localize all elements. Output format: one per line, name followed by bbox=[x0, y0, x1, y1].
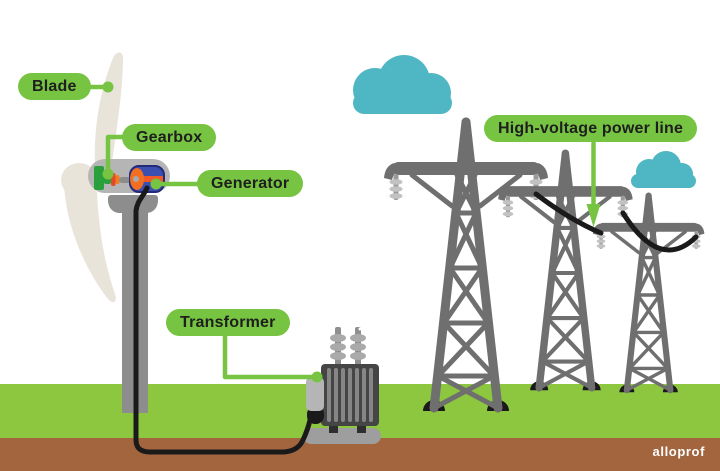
shaft-ring bbox=[115, 175, 120, 184]
blade-dot bbox=[102, 81, 114, 93]
connector-dots bbox=[102, 81, 601, 383]
label-power-line: High-voltage power line bbox=[484, 115, 698, 142]
turbine-blade-upper bbox=[94, 52, 123, 180]
transformer-side-panel bbox=[306, 377, 324, 411]
generator-dot bbox=[150, 178, 162, 190]
power-line-wires bbox=[533, 191, 699, 253]
label-generator: Generator bbox=[197, 170, 304, 197]
label-gearbox: Gearbox bbox=[122, 124, 217, 151]
turbine-mount bbox=[108, 195, 158, 213]
transformer-unit bbox=[303, 327, 381, 444]
bushing-icon bbox=[350, 327, 366, 367]
transmission-tower-large bbox=[384, 122, 548, 411]
power-line-arrow-icon bbox=[586, 204, 601, 227]
underground-cable bbox=[133, 185, 313, 455]
gearbox-connector bbox=[105, 134, 125, 173]
transformer-connector bbox=[222, 333, 314, 380]
transformer-fins bbox=[327, 368, 373, 422]
turbine-blade-lower bbox=[64, 180, 116, 303]
cloud-icon bbox=[631, 151, 696, 188]
bushing-icon bbox=[330, 327, 346, 367]
transmission-tower-small bbox=[593, 196, 705, 393]
alloprof-logo: alloprof bbox=[652, 444, 705, 459]
label-blade: Blade bbox=[18, 73, 91, 100]
label-transformer: Transformer bbox=[166, 309, 290, 336]
concrete-pad bbox=[303, 428, 381, 444]
transformer-dot bbox=[311, 371, 323, 383]
turbine-hub bbox=[61, 163, 97, 197]
gearbox-dot bbox=[102, 168, 114, 180]
wind-turbine bbox=[61, 52, 170, 413]
transmission-tower-medium bbox=[498, 153, 632, 390]
cloud-icon bbox=[353, 55, 452, 114]
